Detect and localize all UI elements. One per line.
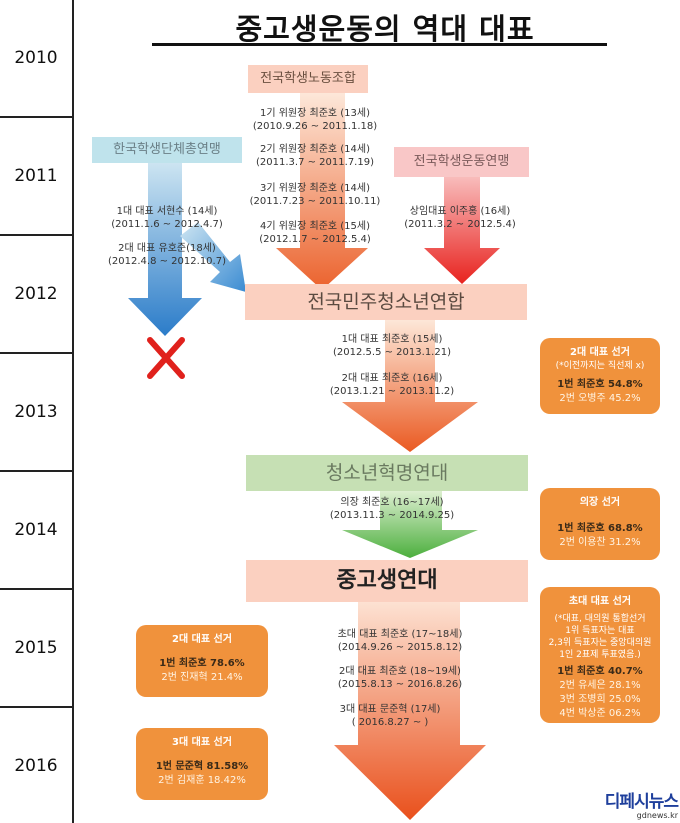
- labor-leader-3: 3기 위원장 최준호 (14세)(2011.7.23 ~ 2011.10.11): [249, 183, 381, 207]
- news-logo: 디페시뉴스 gdnews.kr: [604, 792, 679, 820]
- solidarity-arrow: [334, 600, 486, 820]
- org-high-school-solidarity: 중고생연대: [246, 560, 528, 602]
- page-title: 중고생운동의 역대 대표: [235, 12, 535, 46]
- democratic-arrow: [342, 320, 478, 452]
- year-2016: 2016: [14, 755, 58, 776]
- solidarity-leader-2: 2대 대표 최준호 (18~19세)(2015.8.13 ~ 2016.8.26…: [337, 666, 463, 690]
- democratic-leader-1: 1대 대표 최준호 (15세)(2012.5.5 ~ 2013.1.21): [333, 334, 451, 358]
- bubble-solidarity-first-election: 초대 대표 선거 (*대표, 대의원 통합선거 1위 득표자는 대표 2,3위 …: [540, 587, 660, 723]
- federation-arrow: [128, 160, 202, 336]
- revolution-arrow: [342, 490, 478, 558]
- org-student-movement: 전국학생운동연맹: [394, 147, 529, 177]
- year-2010: 2010: [0, 0, 72, 118]
- solidarity-leader-3: 3대 대표 문준혁 (17세)( 2016.8.27 ~ ): [339, 704, 441, 728]
- democratic-leader-2: 2대 대표 최준호 (16세)(2013.1.21 ~ 2013.11.2): [329, 373, 455, 397]
- labor-leader-2: 2기 위원장 최준호 (14세)(2011.3.7 ~ 2011.7.19): [256, 144, 374, 168]
- federation-leader-2: 2대 대표 유호준(18세)(2012.4.8 ~ 2012.10.7): [108, 243, 226, 267]
- bubble-revolution-chair-election: 의장 선거 1번 최준호 68.8% 2번 이용찬 31.2%: [540, 488, 660, 560]
- revolution-leader-1: 의장 최준호 (16~17세)(2013.11.3 ~ 2014.9.25): [329, 497, 455, 521]
- movement-leader-1: 상임대표 이주홍 (16세)(2011.3.2 ~ 2012.5.4): [404, 206, 516, 230]
- labor-leader-1: 1기 위원장 최준호 (13세)(2010.9.26 ~ 2011.1.18): [252, 108, 378, 132]
- bubble-solidarity-third-election: 3대 대표 선거 1번 문준혁 81.58% 2번 김재훈 18.42%: [136, 728, 268, 800]
- org-labor-union: 전국학생노동조합: [248, 65, 368, 93]
- federation-diagonal-arrow: [180, 222, 246, 292]
- org-youth-revolution: 청소년혁명연대: [246, 455, 528, 491]
- org-democratic-youth: 전국민주청소년연합: [245, 284, 527, 320]
- year-2011: 2011: [0, 118, 72, 236]
- solidarity-leader-1: 초대 대표 최준호 (17~18세)(2014.9.26 ~ 2015.8.12…: [337, 629, 463, 653]
- title-underline: [152, 43, 607, 46]
- year-2013: 2013: [0, 354, 72, 472]
- org-student-federation: 한국학생단체총연맹: [92, 137, 242, 163]
- bubble-solidarity-second-election: 2대 대표 선거 1번 최준호 78.6% 2번 진재혁 21.4%: [136, 625, 268, 697]
- year-2014: 2014: [0, 472, 72, 590]
- year-column: 2010 2011 2012 2013 2014 2015 2016: [0, 0, 74, 823]
- labor-leader-4: 4기 위원장 최준호 (15세)(2012.1.7 ~ 2012.5.4): [259, 221, 371, 245]
- bubble-democratic-2nd-election: 2대 대표 선거 (*이전까지는 직선제 x) 1번 최준호 54.8% 2번 …: [540, 338, 660, 414]
- year-2012: 2012: [0, 236, 72, 354]
- movement-arrow: [424, 160, 500, 284]
- labor-union-arrow: [276, 92, 368, 290]
- year-2015: 2015: [0, 590, 72, 708]
- dissolved-x-icon: [147, 337, 185, 379]
- federation-leader-1: 1대 대표 서현수 (14세)(2011.1.6 ~ 2012.4.7): [111, 206, 223, 230]
